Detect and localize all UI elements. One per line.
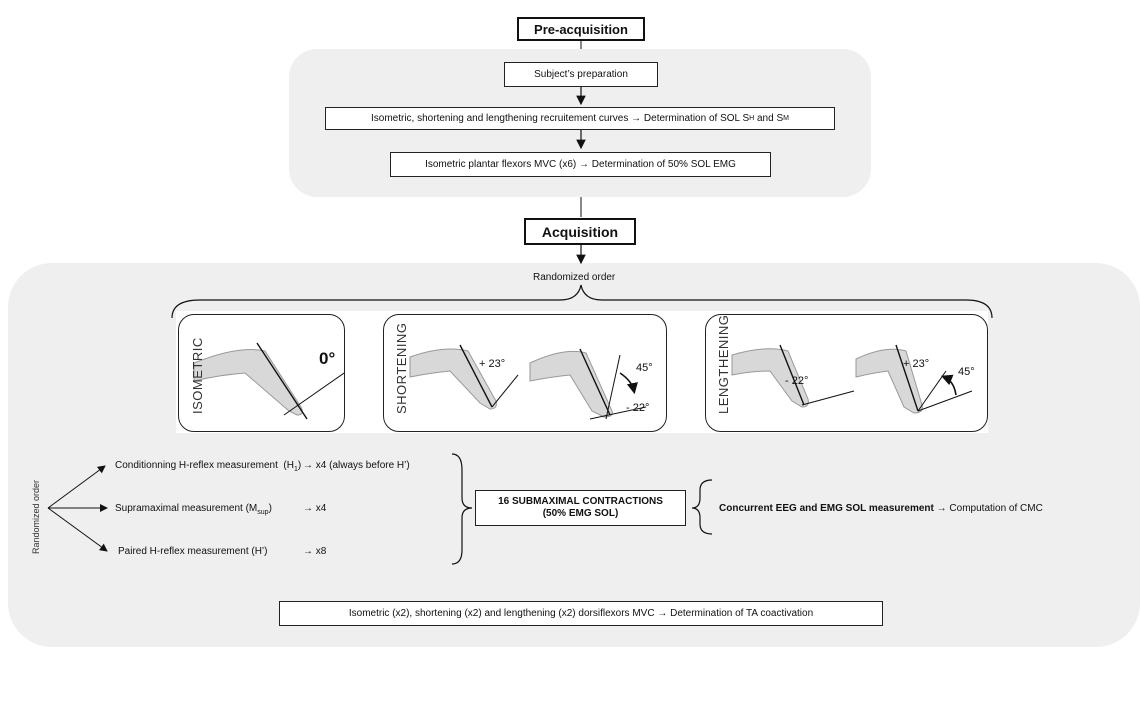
m2-sub: sup bbox=[257, 509, 269, 516]
contractions-line1: 16 SUBMAXIMAL CONTRACTIONS bbox=[498, 496, 663, 507]
shortening-panel bbox=[383, 314, 667, 432]
pre-acquisition-header: Pre-acquisition bbox=[517, 17, 645, 41]
supramaximal-text: Supramaximal measurement (Msup) bbox=[115, 503, 272, 516]
concurrent-bold: Concurrent EEG and EMG SOL measurement bbox=[719, 503, 934, 514]
recruitment-text-b: and S bbox=[754, 113, 784, 124]
randomized-order-side-label: Randomized order bbox=[31, 479, 41, 554]
m1-sub: 1 bbox=[293, 466, 298, 473]
subject-preparation-box: Subject’s preparation bbox=[504, 62, 658, 87]
lengthening-angle-plus23: + 23° bbox=[903, 358, 930, 370]
lengthening-angle-minus22: - 22° bbox=[785, 375, 809, 387]
recruitment-curves-box: Isometric, shortening and lengthening re… bbox=[325, 107, 835, 130]
isometric-angle: 0° bbox=[319, 349, 336, 368]
shortening-angle-minus22: - 22° bbox=[626, 402, 650, 414]
contractions-line2: (50% EMG SOL) bbox=[542, 508, 619, 519]
concurrent-rest: → Computation of CMC bbox=[933, 503, 1043, 514]
sub-h: H bbox=[749, 115, 755, 122]
m2-text-a: Supramaximal measurement (M bbox=[115, 503, 258, 514]
sub-m: M bbox=[783, 115, 789, 122]
m1-text-a: Conditionning H-reflex measurement (H bbox=[115, 460, 294, 471]
paired-repetitions: → x8 bbox=[303, 546, 327, 557]
submaximal-contractions-box: 16 SUBMAXIMAL CONTRACTIONS (50% EMG SOL) bbox=[475, 490, 686, 526]
randomized-order-label: Randomized order bbox=[533, 272, 616, 283]
shortening-angle-plus23: + 23° bbox=[479, 358, 506, 370]
acquisition-header: Acquisition bbox=[524, 218, 636, 245]
lengthening-label: LENGTHENING bbox=[716, 314, 731, 414]
m2-text-b: ) bbox=[268, 503, 272, 514]
lengthening-angle-45: 45° bbox=[958, 366, 975, 378]
shortening-angle-45: 45° bbox=[636, 362, 653, 374]
lengthening-panel bbox=[705, 314, 988, 432]
shortening-label: SHORTENING bbox=[394, 322, 409, 414]
lengthening-leg-illustration bbox=[731, 344, 973, 414]
conditioning-repetitions: → x4 (always before H’) bbox=[303, 460, 410, 471]
recruitment-text-a: Isometric, shortening and lengthening re… bbox=[371, 113, 750, 124]
supramaximal-repetitions: → x4 bbox=[303, 503, 327, 514]
m1-text-b: ) bbox=[297, 460, 302, 471]
dorsiflexors-mvc-box: Isometric (x2), shortening (x2) and leng… bbox=[279, 601, 883, 626]
conditioning-h-reflex-text: Conditionning H-reflex measurement (H1) bbox=[115, 460, 301, 473]
paired-h-reflex-text: Paired H-reflex measurement (H’) bbox=[118, 546, 268, 557]
concurrent-measurement-text: Concurrent EEG and EMG SOL measurement →… bbox=[719, 503, 1043, 514]
shortening-leg-illustration bbox=[409, 344, 647, 420]
isometric-panel bbox=[178, 314, 345, 432]
plantar-mvc-box: Isometric plantar flexors MVC (x6) → Det… bbox=[390, 152, 771, 177]
isometric-label: ISOMETRIC bbox=[190, 337, 205, 414]
isometric-leg-illustration bbox=[193, 342, 344, 420]
